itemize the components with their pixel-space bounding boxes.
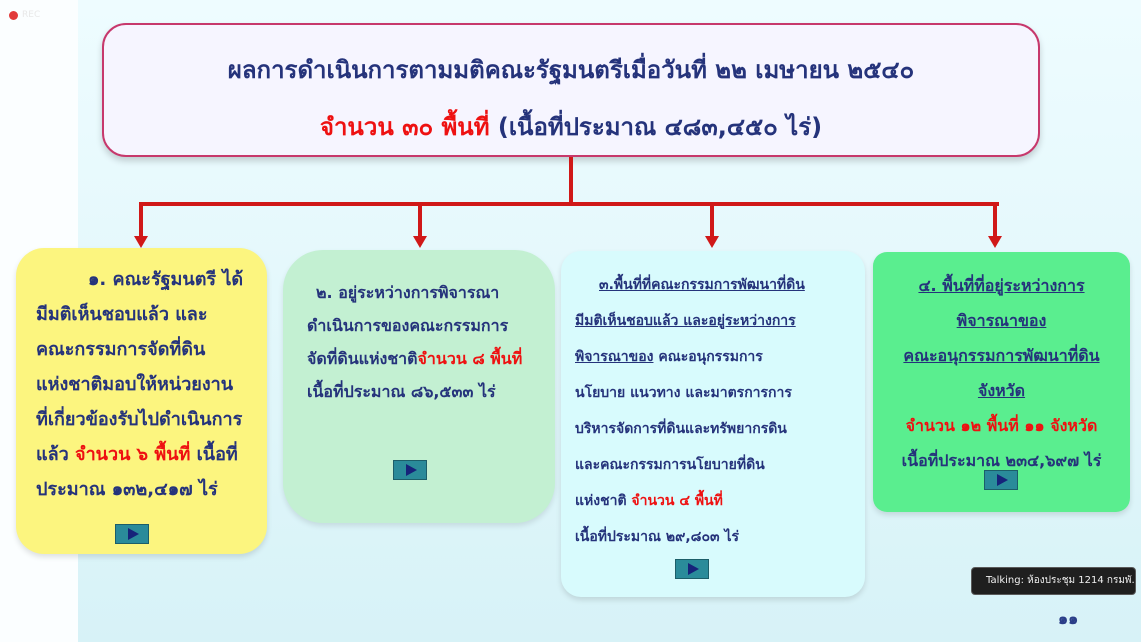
category-box-provincial-committee: ๔. พื้นที่ที่อยู่ระหว่างการ พิจารณาของ ค…	[873, 252, 1130, 512]
box3-line: แห่งชาติ จำนวน ๔ พื้นที่	[561, 483, 865, 519]
box2-line: ๒. อยู่ระหว่างการพิจารณา	[316, 283, 500, 302]
box3-text-rest: คณะอนุกรรมการ	[653, 349, 763, 365]
box1-line: มีมติเห็นชอบแล้ว และ	[36, 304, 208, 325]
play-icon	[127, 528, 139, 540]
box3-line: บริหารจัดการที่ดินและทรัพยากรดิน	[575, 421, 787, 437]
arrow-down-icon	[988, 236, 1002, 248]
subtitle-area-size: (เนื้อที่ประมาณ ๔๘๓,๔๕๐ ไร่)	[489, 113, 823, 141]
box1-line: ๑. คณะรัฐมนตรี ได้	[88, 269, 244, 290]
box3-play-button[interactable]	[675, 559, 709, 579]
box1-text: ๑. คณะรัฐมนตรี ได้ มีมติเห็นชอบแล้ว และ …	[16, 262, 267, 507]
connector-drop-2	[418, 202, 422, 236]
slide-title: ผลการดำเนินการตามมติคณะรัฐมนตรีเมื่อวันท…	[227, 56, 915, 84]
subtitle-area-count: จำนวน ๓๐ พื้นที่	[319, 113, 490, 141]
arrow-down-icon	[705, 236, 719, 248]
talking-indicator: Talking: ห้องประชุม 1214 กรมพั...	[971, 567, 1136, 595]
connector-drop-3	[710, 202, 714, 236]
box4-line: คณะอนุกรรมการพัฒนาที่ดิน	[903, 346, 1100, 365]
box4-area-count: จำนวน ๑๒ พื้นที่ ๑๑ จังหวัด	[905, 416, 1098, 435]
connector-bar	[139, 202, 999, 206]
box1-area-count: จำนวน ๖ พื้นที่	[75, 444, 191, 465]
recording-label: REC	[22, 10, 41, 20]
play-icon	[405, 464, 417, 476]
record-dot-icon	[9, 10, 18, 20]
box2-play-button[interactable]	[393, 460, 427, 480]
page-number: ๑๑	[1058, 609, 1079, 628]
box3-line: และคณะกรรมการนโยบายที่ดิน	[575, 457, 765, 473]
box1-line: คณะกรรมการจัดที่ดิน	[36, 339, 206, 360]
box3-line: พิจารณาของ คณะอนุกรรมการ	[561, 339, 865, 375]
play-icon	[687, 563, 699, 575]
title-box: ผลการดำเนินการตามมติคณะรัฐมนตรีเมื่อวันท…	[102, 23, 1040, 157]
box1-play-button[interactable]	[115, 524, 149, 544]
box1-text-post: เนื้อที่	[190, 444, 238, 465]
category-box-approved: ๑. คณะรัฐมนตรี ได้ มีมติเห็นชอบแล้ว และ …	[16, 248, 267, 554]
box3-text: ๓.พื้นที่ที่คณะกรรมการพัฒนาที่ดิน มีมติเ…	[561, 267, 865, 555]
arrow-down-icon	[134, 236, 148, 248]
box1-text-pre: แล้ว	[36, 444, 76, 465]
connector-drop-4	[993, 202, 997, 236]
box2-line: ดำเนินการของคณะกรรมการ	[307, 316, 509, 335]
slide-subtitle: จำนวน ๓๐ พื้นที่ (เนื้อที่ประมาณ ๔๘๓,๔๕๐…	[104, 107, 1038, 146]
arrow-down-icon	[413, 236, 427, 248]
box4-line: จังหวัด	[977, 381, 1026, 400]
connector-trunk	[569, 157, 573, 205]
category-box-under-consideration: ๒. อยู่ระหว่างการพิจารณา ดำเนินการของคณะ…	[283, 250, 555, 523]
box4-line: เนื้อที่ประมาณ ๒๓๔,๖๙๗ ไร่	[901, 451, 1102, 470]
category-box-land-development-committee: ๓.พื้นที่ที่คณะกรรมการพัฒนาที่ดิน มีมติเ…	[561, 251, 865, 597]
box3-area-count: จำนวน ๔ พื้นที่	[631, 493, 723, 509]
box2-text-pre: จัดที่ดินแห่งชาติ	[307, 349, 418, 368]
box3-line: เนื้อที่ประมาณ ๒๙,๘๐๓ ไร่	[575, 529, 740, 545]
recording-indicator: REC	[9, 9, 40, 21]
box2-text: ๒. อยู่ระหว่างการพิจารณา ดำเนินการของคณะ…	[283, 276, 555, 408]
box4-line: ๔. พื้นที่ที่อยู่ระหว่างการ	[918, 276, 1085, 295]
box1-line: แห่งชาติมอบให้หน่วยงาน	[36, 374, 234, 395]
box4-play-button[interactable]	[984, 470, 1018, 490]
box1-line: แล้ว จำนวน ๖ พื้นที่ เนื้อที่	[16, 437, 267, 472]
play-icon	[996, 474, 1008, 486]
box4-line: พิจารณาของ	[956, 311, 1047, 330]
box3-line: มีมติเห็นชอบแล้ว และอยู่ระหว่างการ	[575, 313, 796, 329]
box4-text: ๔. พื้นที่ที่อยู่ระหว่างการ พิจารณาของ ค…	[873, 268, 1130, 478]
box3-line: ๓.พื้นที่ที่คณะกรรมการพัฒนาที่ดิน	[599, 277, 805, 293]
connector-drop-1	[139, 202, 143, 236]
box3-line: นโยบาย แนวทาง และมาตรการการ	[575, 385, 792, 401]
box1-line: ที่เกี่ยวข้องรับไปดำเนินการ	[36, 409, 243, 430]
box2-line: เนื้อที่ประมาณ ๘๖,๕๓๓ ไร่	[307, 382, 496, 401]
box3-text-pre: แห่งชาติ	[575, 493, 632, 509]
box1-line: ประมาณ ๑๓๒,๔๑๗ ไร่	[36, 479, 218, 500]
box3-text-underlined: พิจารณาของ	[575, 349, 654, 365]
box2-area-count: จำนวน ๘ พื้นที่	[417, 349, 523, 368]
box2-line: จัดที่ดินแห่งชาติจำนวน ๘ พื้นที่	[283, 342, 555, 375]
